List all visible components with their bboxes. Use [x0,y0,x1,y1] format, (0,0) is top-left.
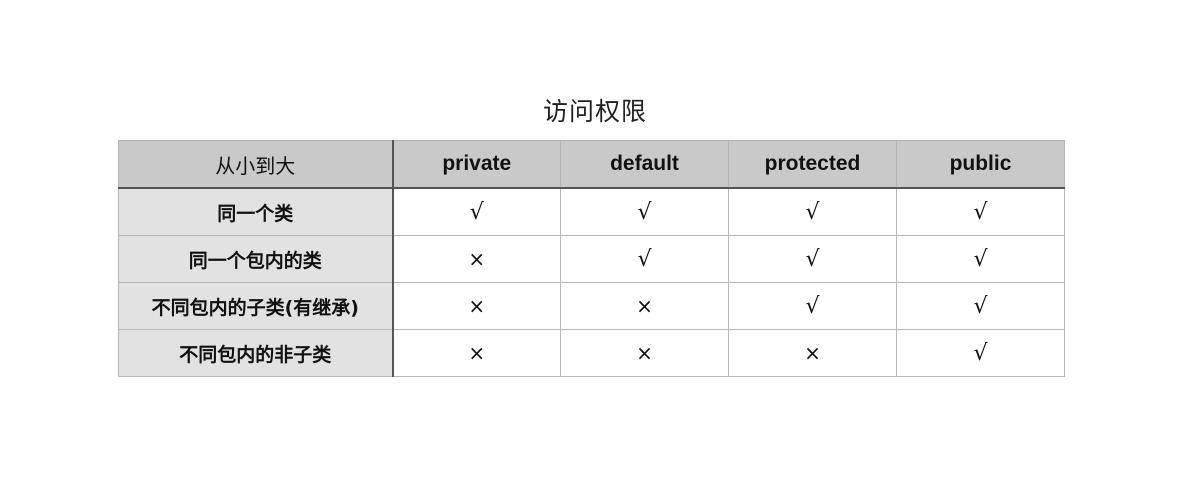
table-header-row: 从小到大 private default protected public [118,140,1065,189]
column-header-public: public [896,140,1065,189]
row-header-same-class: 同一个类 [118,187,394,236]
row-header-non-subclass-other-package: 不同包内的非子类 [118,329,394,377]
table-row: 同一个类 √ √ √ √ [118,187,1065,236]
permission-cell: √ [896,187,1065,236]
permission-cell: × [392,329,561,377]
permission-cell: √ [896,329,1065,377]
permission-cell: √ [728,235,897,283]
permission-cell: √ [560,187,729,236]
permission-cell: √ [392,187,561,236]
column-header-private: private [392,140,561,189]
permission-cell: √ [896,282,1065,330]
row-header-subclass-other-package: 不同包内的子类(有继承) [118,282,394,330]
column-header-default: default [560,140,729,189]
permission-cell: √ [896,235,1065,283]
row-header-same-package: 同一个包内的类 [118,235,394,283]
table-row: 不同包内的非子类 × × × √ [118,329,1065,377]
permission-cell: √ [728,187,897,236]
corner-header-cell: 从小到大 [118,140,394,189]
access-permission-table: 从小到大 private default protected public 同一… [118,140,1065,377]
permission-cell: × [728,329,897,377]
page-title: 访问权限 [542,97,647,126]
table-row: 同一个包内的类 × √ √ √ [118,235,1065,283]
permission-cell: × [392,235,561,283]
permission-cell: × [560,329,729,377]
permission-cell: × [560,282,729,330]
permission-cell: × [392,282,561,330]
permission-cell: √ [560,235,729,283]
table-row: 不同包内的子类(有继承) × × √ √ [118,282,1065,330]
permission-cell: √ [728,282,897,330]
column-header-protected: protected [728,140,897,189]
